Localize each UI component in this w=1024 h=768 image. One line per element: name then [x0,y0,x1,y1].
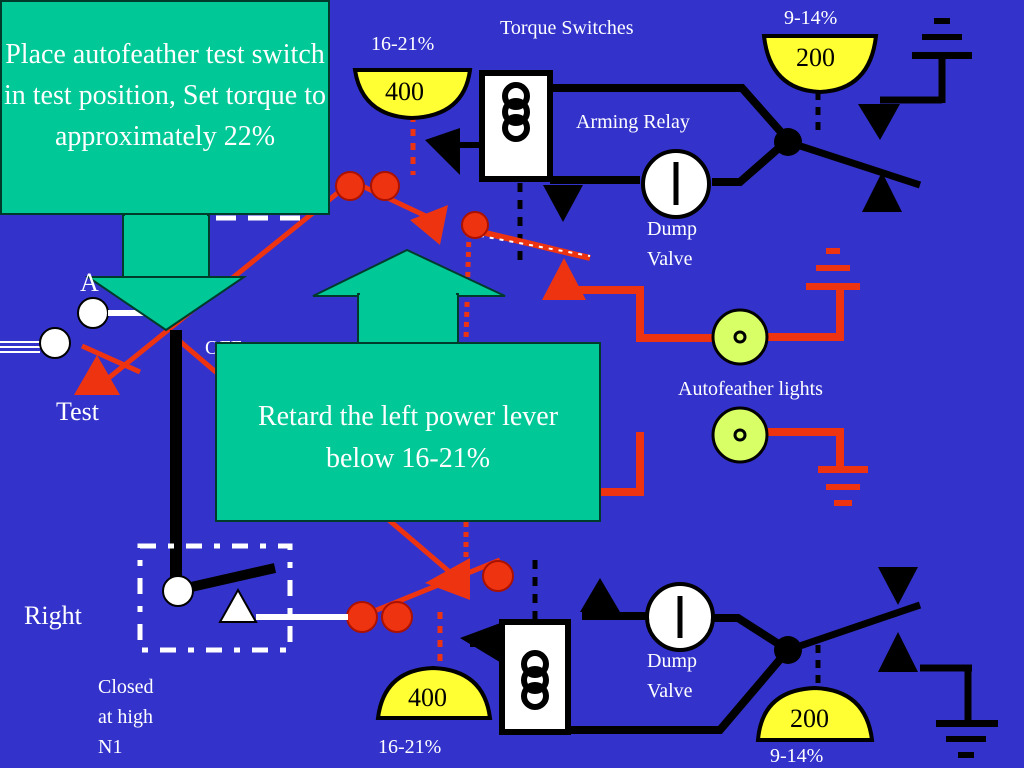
pct-top-right: 9-14% [784,7,838,29]
torque-switch-bottom-left [375,665,493,720]
torque-switches-label: Torque Switches [500,17,634,39]
gauge-top-left-value: 400 [385,77,424,106]
autofeather-light-upper [711,308,769,366]
autofeather-lights-label: Autofeather lights [678,378,823,400]
callout-arrow-step2 [312,248,506,346]
switch-arm-label: A [80,268,99,297]
callout-step2: Retard the left power lever below 16-21% [215,342,601,522]
gauge-bottom-left-value: 400 [408,683,447,712]
autofeather-light-lower [711,406,769,464]
black-wiring-bottom [460,567,922,734]
pct-bottom-left: 16-21% [378,736,442,758]
ground-bottom-right [920,664,998,758]
gauge-bottom-right-value: 200 [790,704,829,733]
switch-test-label: Test [56,397,99,426]
pct-bottom-right: 9-14% [770,745,824,767]
callout-step1: Place autofeather test switch in test po… [0,0,330,215]
callout-arrow-step1 [84,213,248,332]
gauge-top-right-value: 200 [796,43,835,72]
red-contacts [335,171,514,633]
arming-relay-bottom [499,560,571,735]
black-wiring-top [425,84,922,222]
n1-switch-box [137,543,348,653]
dump-valve-top-label: Dump Valve [647,218,697,270]
red-arrows [74,205,586,600]
dump-valve-bottom-label: Dump Valve [647,650,697,702]
ground-red-upper [806,248,860,290]
arming-relay-top [479,70,553,260]
arming-relay-label: Arming Relay [576,111,690,133]
dump-valve-top [641,149,711,219]
ground-top-right [858,18,972,212]
torque-switch-top-left [352,68,473,121]
ground-red-lower [818,466,868,506]
pct-top-left: 16-21% [371,33,435,55]
test-switch [0,297,182,590]
torque-switch-bottom-right [755,685,875,742]
torque-switch-top-right [761,34,879,132]
dump-valve-bottom [645,582,715,652]
switch-right-label: Right [24,601,82,630]
closed-note: Closed at high N1 [98,676,154,758]
